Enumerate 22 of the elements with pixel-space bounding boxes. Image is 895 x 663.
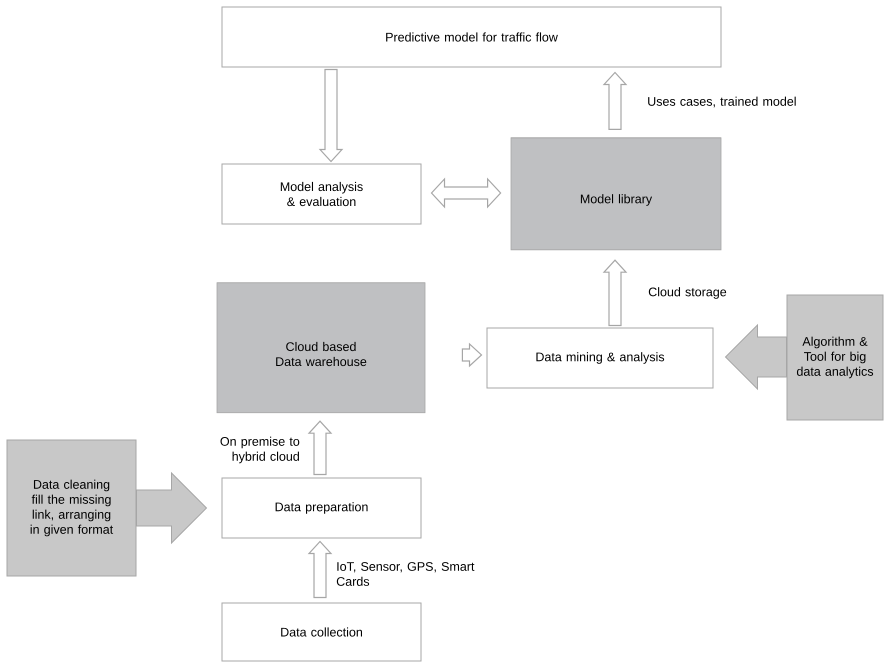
block-arrow [318,68,344,162]
edge-label: Uses cases, trained model [648,96,796,108]
input-box: Data cleaning fill the missing link, arranging in given format [6,439,136,576]
block-arrow [136,472,208,544]
input-box: Algorithm & Tool for big data analytics [786,294,884,420]
edge-label: Cloud storage [648,287,726,299]
database-cylinder: Model library [510,137,722,250]
edge-label: On premise to hybrid cloud [220,436,300,464]
edge-label: IoT, Sensor, GPS, Smart Cards [336,562,474,586]
block-arrow [462,342,482,368]
process-box: Predictive model for traffic flow [222,6,722,68]
block-arrow [602,259,628,326]
database-cylinder: Cloud based Data warehouse [216,282,426,414]
process-box: Data preparation [222,477,422,538]
block-arrow [602,72,628,130]
double-block-arrow [430,177,502,209]
block-arrow [308,420,332,476]
process-box: Data mining & analysis [486,327,714,388]
process-box: Model analysis & evaluation [222,164,422,224]
block-arrow [308,540,332,598]
process-box: Data collection [222,602,422,662]
block-arrow [724,324,787,390]
